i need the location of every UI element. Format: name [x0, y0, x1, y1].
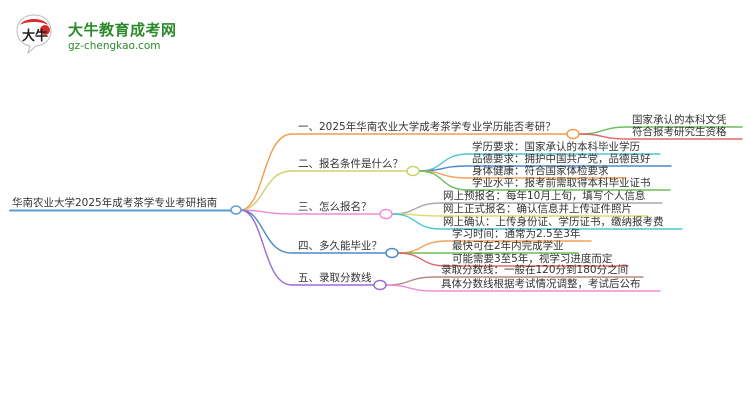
branch-topic-1[interactable]: 一、2025年华南农业大学成考茶学专业学历能否考研？ — [298, 121, 556, 133]
branch-3-child-2[interactable]: 网上正式报名：确认信息并上传证件照片 — [443, 203, 632, 215]
branch-2-node-toggle — [406, 165, 420, 177]
branch-1-node-toggle — [566, 128, 580, 140]
branch-2-child-2[interactable]: 品德要求：拥护中国共产党，品德良好 — [472, 153, 651, 165]
branch-2-child-3[interactable]: 身体健康：符合国家体检要求 — [472, 165, 609, 177]
branch-2-child-1[interactable]: 学历要求：国家承认的本科毕业学历 — [472, 141, 640, 153]
svg-text:大牛: 大牛 — [22, 28, 48, 44]
branch-3-node-toggle — [379, 208, 393, 220]
logo-title: 大牛教育成考网 — [68, 21, 177, 39]
root-topic[interactable]: 华南农业大学2025年成考茶学专业考研指南 — [12, 197, 218, 209]
branch-topic-5[interactable]: 五、录取分数线 — [298, 272, 372, 284]
logo-url: gz-chengkao.com — [68, 40, 161, 52]
branch-topic-4[interactable]: 四、多久能毕业？ — [298, 240, 382, 252]
branch-3-child-1[interactable]: 网上预报名：每年10月上旬，填写个人信息 — [443, 190, 646, 202]
branch-topic-3[interactable]: 三、怎么报名？ — [298, 201, 372, 213]
branch-5-child-1[interactable]: 录取分数线：一般在120分到180分之间 — [441, 264, 629, 276]
branch-1-child-2[interactable]: 符合报考研究生资格 — [632, 126, 727, 138]
branch-4-child-3[interactable]: 可能需要3至5年，视学习进度而定 — [452, 253, 613, 265]
branch-4-node-toggle — [385, 247, 399, 259]
branch-2-child-4[interactable]: 学业水平：报考前需取得本科毕业证书 — [472, 177, 651, 189]
branch-1-child-1[interactable]: 国家承认的本科文凭 — [632, 114, 727, 126]
root-node-toggle — [230, 205, 242, 215]
branch-3-child-3[interactable]: 网上确认：上传身份证、学历证书，缴纳报考费 — [443, 216, 664, 228]
branch-5-child-2[interactable]: 具体分数线根据考试情况调整，考试后公布 — [441, 278, 641, 290]
bull-logo-icon: 大牛 — [16, 14, 52, 54]
branch-4-child-2[interactable]: 最快可在2年内完成学业 — [452, 240, 564, 252]
branch-4-child-1[interactable]: 学习时间：通常为2.5至3年 — [452, 228, 581, 240]
branch-topic-2[interactable]: 二、报名条件是什么？ — [298, 158, 403, 170]
site-logo[interactable]: 大牛 大牛教育成考网 gz-chengkao.com — [14, 12, 176, 54]
branch-5-node-toggle — [373, 279, 387, 291]
